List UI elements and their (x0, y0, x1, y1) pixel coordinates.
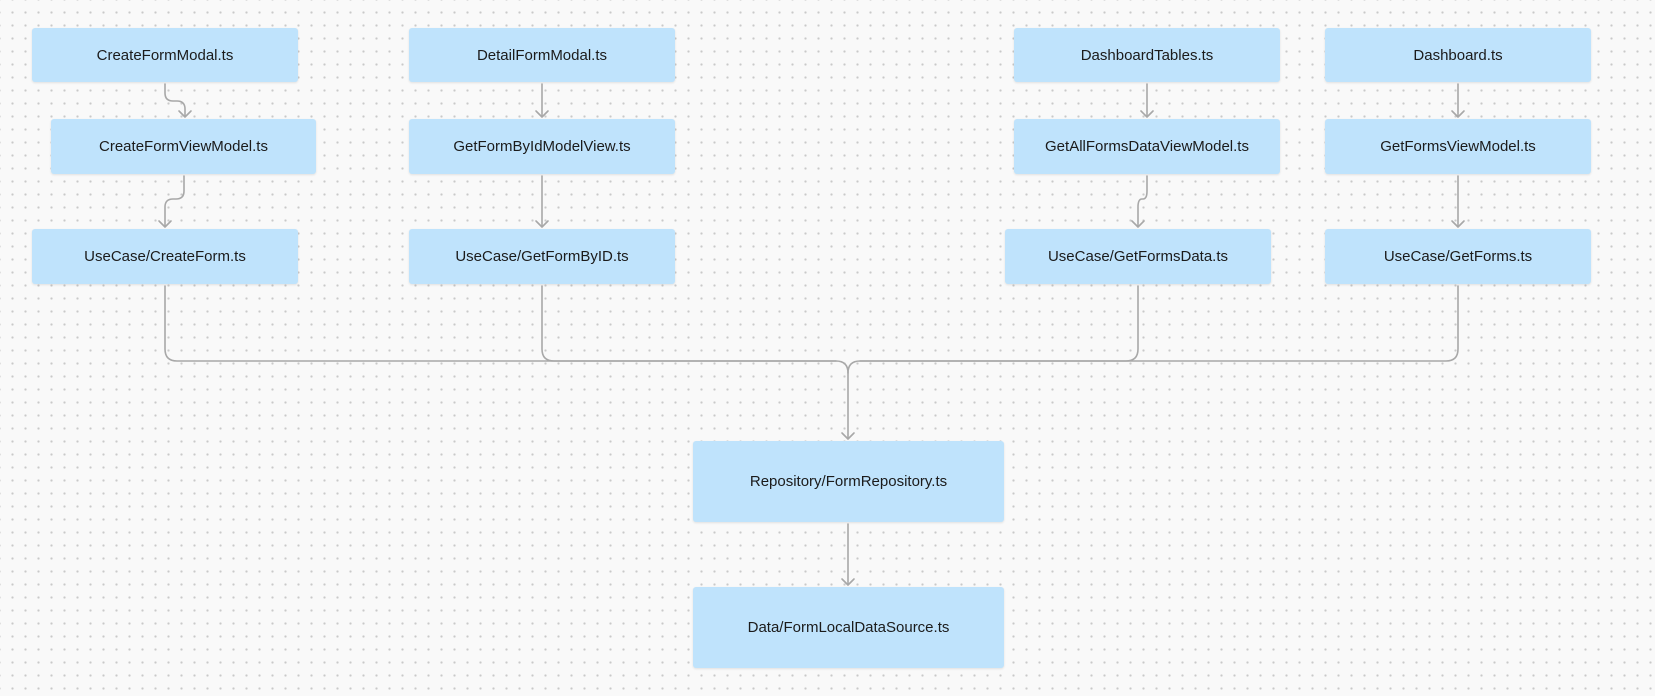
arrowhead-usecase-get-form-by-id (535, 220, 549, 228)
connector-create-modal-to-viewmodel (164, 83, 186, 117)
node-get-forms-view-model[interactable]: GetFormsViewModel.ts (1325, 119, 1591, 174)
connector-usecase-get-form-by-id-to-repository (541, 285, 837, 362)
node-label: GetFormsViewModel.ts (1380, 138, 1536, 155)
node-dashboard[interactable]: Dashboard.ts (1325, 28, 1591, 82)
node-usecase-get-forms-data[interactable]: UseCase/GetFormsData.ts (1005, 229, 1271, 284)
arrowhead-usecase-get-forms-data (1131, 220, 1145, 228)
node-label: Data/FormLocalDataSource.ts (747, 619, 950, 636)
arrowhead-get-forms-viewmodel (1451, 110, 1465, 118)
node-label: GetFormByIdModelView.ts (453, 138, 631, 155)
arrowhead-form-repository (841, 432, 855, 440)
node-label: Dashboard.ts (1413, 46, 1503, 64)
node-label: GetAllFormsDataViewModel.ts (1045, 138, 1249, 155)
arrowhead-usecase-create-form (158, 220, 172, 228)
node-label: DetailFormModal.ts (476, 46, 608, 64)
node-usecase-get-forms[interactable]: UseCase/GetForms.ts (1325, 229, 1591, 284)
node-label: UseCase/GetFormsData.ts (1047, 248, 1229, 265)
node-label: UseCase/GetFormByID.ts (455, 248, 629, 265)
node-detail-form-modal[interactable]: DetailFormModal.ts (409, 28, 675, 82)
node-usecase-create-form[interactable]: UseCase/CreateForm.ts (32, 229, 298, 284)
node-dashboard-tables[interactable]: DashboardTables.ts (1014, 28, 1280, 82)
connector-usecase-create-form-to-repository (164, 285, 849, 439)
node-usecase-get-form-by-id[interactable]: UseCase/GetFormByID.ts (409, 229, 675, 284)
node-get-form-by-id-model-view[interactable]: GetFormByIdModelView.ts (409, 119, 675, 174)
arrowhead-form-local-data-source (841, 578, 855, 586)
connector-create-viewmodel-to-usecase (164, 175, 185, 227)
arrowhead-get-form-by-id-view (535, 110, 549, 118)
node-label: CreateFormModal.ts (96, 46, 234, 64)
node-label: Repository/FormRepository.ts (749, 473, 948, 490)
arrowhead-get-all-forms-data-vm (1140, 110, 1154, 118)
node-label: CreateFormViewModel.ts (99, 138, 268, 155)
connector-usecase-get-forms-to-repository (859, 285, 1459, 362)
node-create-form-modal[interactable]: CreateFormModal.ts (32, 28, 298, 82)
node-label: UseCase/CreateForm.ts (84, 248, 246, 265)
arrowhead-create-viewmodel (178, 110, 192, 118)
connector-usecase-get-forms-data-to-repository (847, 285, 1139, 374)
node-get-all-forms-data-view-model[interactable]: GetAllFormsDataViewModel.ts (1014, 119, 1280, 174)
node-label: UseCase/GetForms.ts (1383, 248, 1533, 265)
connector-all-forms-vm-to-usecase (1137, 175, 1148, 227)
node-create-form-view-model[interactable]: CreateFormViewModel.ts (51, 119, 316, 174)
node-form-repository[interactable]: Repository/FormRepository.ts (693, 441, 1004, 522)
node-form-local-data-source[interactable]: Data/FormLocalDataSource.ts (693, 587, 1004, 668)
node-label: DashboardTables.ts (1080, 46, 1214, 64)
arrowhead-usecase-get-forms (1451, 220, 1465, 228)
